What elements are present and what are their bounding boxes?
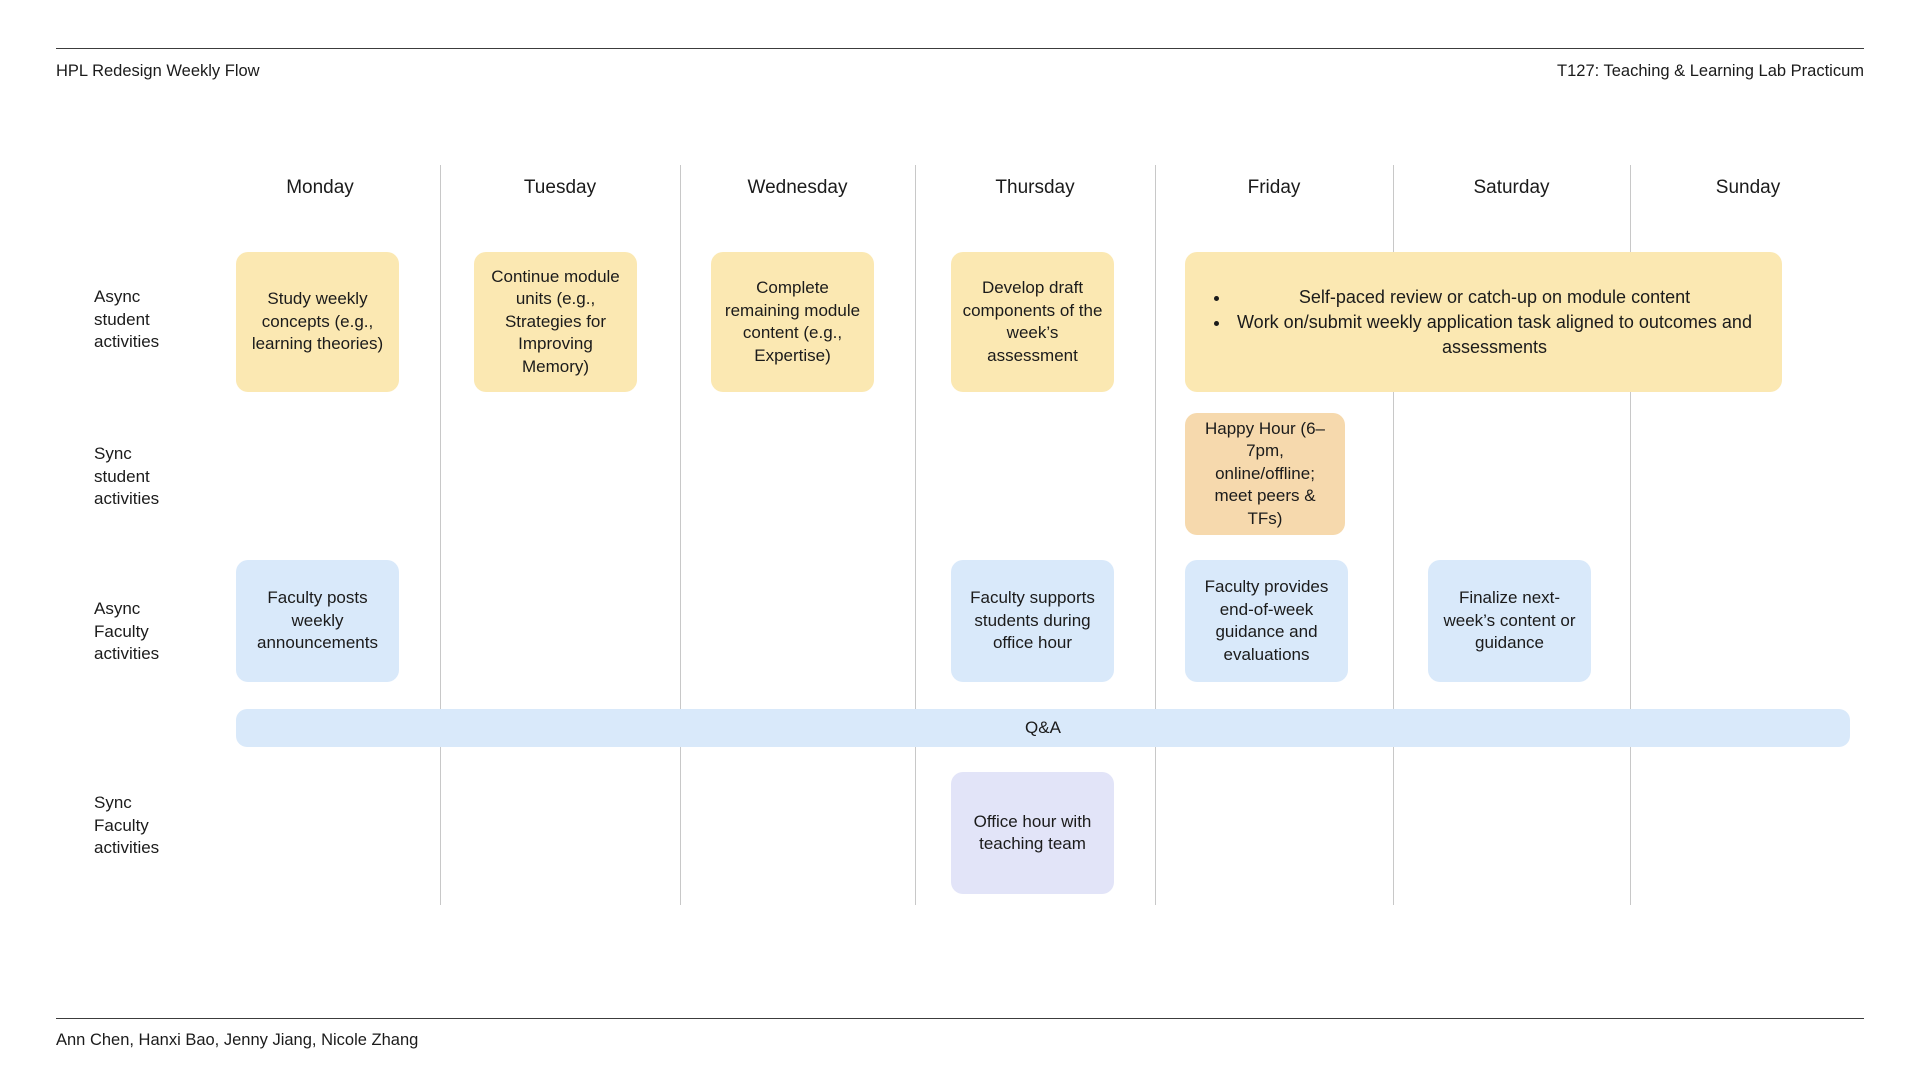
day-header-friday: Friday (1247, 177, 1301, 198)
card-async-student-wednesday[interactable]: Complete remaining module content (e.g.,… (711, 252, 874, 392)
day-header-tuesday: Tuesday (523, 177, 597, 198)
day-header-sunday: Sunday (1715, 177, 1781, 198)
card-async-student-monday[interactable]: Study weekly concepts (e.g., learning th… (236, 252, 399, 392)
card-async-faculty-monday[interactable]: Faculty posts weekly announcements (236, 560, 399, 682)
weekend-bullet-list: Self-paced review or catch-up on module … (1209, 285, 1758, 360)
author-list: Ann Chen, Hanxi Bao, Jenny Jiang, Nicole… (56, 1031, 419, 1049)
card-async-faculty-saturday[interactable]: Finalize next-week’s content or guidance (1428, 560, 1591, 682)
column-divider-6 (1630, 165, 1631, 905)
column-divider-4 (1155, 165, 1156, 905)
card-async-student-thursday[interactable]: Develop draft components of the week’s a… (951, 252, 1114, 392)
day-header-monday: Monday (286, 177, 354, 198)
column-divider-1 (440, 165, 441, 905)
weekend-bullet-item: Self-paced review or catch-up on module … (1231, 285, 1758, 310)
day-header-saturday: Saturday (1473, 177, 1550, 198)
card-async-student-tuesday[interactable]: Continue module units (e.g., Strategies … (474, 252, 637, 392)
header-rule (56, 48, 1864, 49)
row-label-sync-student: Sync student activities (94, 444, 160, 508)
course-title: T127: Teaching & Learning Lab Practicum (1557, 62, 1864, 80)
footer-rule (56, 1018, 1864, 1019)
card-async-student-weekend[interactable]: Self-paced review or catch-up on module … (1185, 252, 1782, 392)
card-async-faculty-friday[interactable]: Faculty provides end-of-week guidance an… (1185, 560, 1348, 682)
page-title: HPL Redesign Weekly Flow (56, 62, 260, 80)
row-label-async-faculty: Async Faculty activities (94, 599, 160, 663)
qa-band[interactable]: Q&A (236, 709, 1850, 747)
card-sync-student-friday[interactable]: Happy Hour (6–7pm, online/offline; meet … (1185, 413, 1345, 535)
row-label-async-student: Async student activities (94, 287, 160, 351)
column-divider-5 (1393, 165, 1394, 905)
day-header-wednesday: Wednesday (747, 177, 848, 198)
row-label-sync-faculty: Sync Faculty activities (94, 793, 160, 857)
weekend-bullet-item: Work on/submit weekly application task a… (1231, 310, 1758, 360)
card-sync-faculty-thursday[interactable]: Office hour with teaching team (951, 772, 1114, 894)
day-header-thursday: Thursday (995, 177, 1075, 198)
column-divider-2 (680, 165, 681, 905)
card-async-faculty-thursday[interactable]: Faculty supports students during office … (951, 560, 1114, 682)
column-divider-3 (915, 165, 916, 905)
